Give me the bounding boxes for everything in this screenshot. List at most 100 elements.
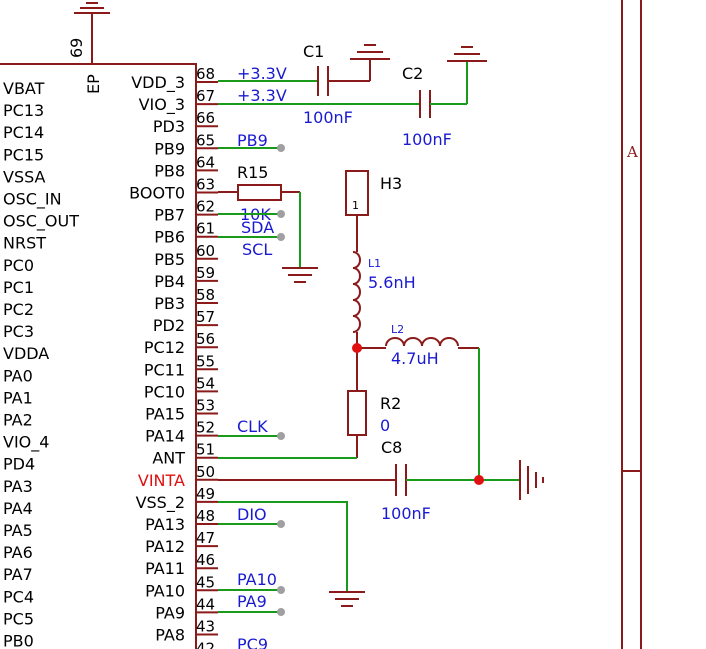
ic-left-pin-name: PA2 [3, 411, 33, 430]
ic-left-pin-name: PC5 [3, 609, 34, 628]
net-label-pa10: PA10 [237, 570, 277, 589]
ic-left-pin-name: VBAT [3, 79, 45, 98]
scl-net-endpoint[interactable] [277, 233, 285, 241]
ic-right-pin-name: PA8 [155, 626, 185, 645]
ic-right-pin-number: 65 [196, 131, 215, 149]
r15-ground-icon [282, 267, 318, 283]
r15-resistor[interactable] [218, 184, 318, 283]
ic-left-pin-name: PA3 [3, 477, 33, 496]
ic-right-pin-number: 47 [196, 529, 215, 547]
ic-left-pin-name: PC14 [3, 123, 44, 142]
ic-left-pin-name: PA6 [3, 543, 33, 562]
l2-inductor[interactable] [357, 337, 480, 480]
ic-left-pin-name: VSSA [3, 167, 46, 186]
ic-right-pin-number: 61 [196, 220, 215, 238]
ic-right-pin-name: PA13 [145, 515, 185, 534]
ic-right-pin-number: 45 [196, 573, 215, 591]
net-label-sda: SDA [241, 218, 274, 237]
ic-right-pin-number: 66 [196, 109, 215, 127]
ic-left-pin-name: PC0 [3, 256, 34, 275]
ic-right-pin-number: 49 [196, 485, 215, 503]
ic-right-pin-number: 60 [196, 242, 215, 260]
ic-right-pin-number: 59 [196, 264, 215, 282]
ic-left-pin-name: PA0 [3, 366, 33, 385]
c2-value: 100nF [402, 130, 452, 149]
net-label-pc9: PC9 [237, 635, 268, 649]
ic-right-pin-name: PC10 [144, 382, 185, 401]
c1-ground-icon [350, 44, 390, 60]
ic-right-pin-number: 53 [196, 397, 215, 415]
ic-right-pin-number: 51 [196, 441, 215, 459]
ic-left-pin-name: OSC_IN [3, 190, 62, 210]
c2-ref: C2 [402, 64, 423, 83]
net-label-dio: DIO [237, 505, 267, 524]
sheet-frame [621, 0, 642, 649]
ic-right-pin-number: 63 [196, 176, 215, 194]
c8-value: 100nF [381, 504, 431, 523]
ic-left-pin-name: PC15 [3, 145, 44, 164]
pa10-net-endpoint[interactable] [277, 586, 285, 594]
vss2-ground-icon [329, 591, 365, 607]
ic-right-pin-number: 67 [196, 87, 215, 105]
ic-symbol[interactable]: 69 EP [0, 2, 197, 649]
ic-right-pin-name: BOOT0 [129, 184, 185, 203]
pb9-net-endpoint[interactable] [277, 144, 285, 152]
ic-right-pin-name: ANT [152, 449, 185, 468]
ic-right-pin-name: VINTA [138, 471, 185, 490]
h3-pin-number: 1 [352, 199, 359, 212]
ic-right-pin-number: 43 [196, 618, 215, 636]
net-label-clk: CLK [237, 417, 268, 436]
c2-capacitor[interactable] [218, 46, 487, 118]
clk-net-endpoint[interactable] [277, 432, 285, 440]
ic-right-pin-number: 48 [196, 507, 215, 525]
ic-right-pin-number: 62 [196, 198, 215, 216]
ic-right-pin-name: PA11 [145, 559, 185, 578]
ic-left-pin-name: PA1 [3, 388, 33, 407]
c1-value: 100nF [303, 108, 353, 127]
net-label-vdd3: +3.3V [237, 64, 287, 83]
ic-right-pin-name: PC12 [144, 338, 185, 357]
ic-left-pin-name: VIO_4 [3, 433, 49, 453]
dio-net-endpoint[interactable] [277, 520, 285, 528]
r2-value: 0 [380, 416, 390, 435]
ic-right-pin-name: VDD_3 [131, 73, 185, 93]
c8-capacitor[interactable] [218, 460, 544, 500]
l2-value: 4.7uH [391, 349, 439, 368]
l1-inductor[interactable] [352, 251, 361, 348]
c2-ground-icon [447, 46, 487, 62]
net-label-pa9: PA9 [237, 592, 267, 611]
ic-right-pin-name: PB3 [154, 294, 185, 313]
ic-right-pin-name: PB5 [154, 250, 185, 269]
junction-c8-l2-ground [474, 475, 484, 485]
ic-right-pin-number: 64 [196, 153, 215, 171]
net-label-vio3: +3.3V [237, 86, 287, 105]
ic-right-pin-number: 46 [196, 551, 215, 569]
ic-left-pin-name: PC13 [3, 101, 44, 120]
r2-resistor[interactable] [347, 348, 367, 458]
c1-ref: C1 [303, 42, 324, 61]
ic-right-pin-number: 54 [196, 374, 215, 392]
l2-coil [385, 337, 459, 347]
ic-left-pin-name: NRST [3, 234, 46, 253]
ic-right-pin-name: PA15 [145, 405, 185, 424]
ic-right-pin-number: 55 [196, 352, 215, 370]
ic-left-pin-name: PC4 [3, 587, 34, 606]
ic-right-pin-name: PB6 [154, 228, 185, 247]
ic-right-pin-name: VSS_2 [136, 493, 185, 513]
ic-left-pin-name: VDDA [3, 344, 49, 363]
c1-capacitor[interactable] [218, 44, 390, 96]
pa9-net-endpoint[interactable] [277, 608, 285, 616]
ic-left-pin-name: PB0 [3, 632, 34, 649]
ic-right-pin-number: 56 [196, 330, 215, 348]
ic-right-pin-name: PD2 [153, 316, 185, 335]
ic-right-pin-name: PB9 [154, 139, 185, 158]
frame-zone-letter: A [626, 143, 638, 161]
ic-right-pin-number: 58 [196, 286, 215, 304]
r2-body [347, 390, 367, 436]
r2-ref: R2 [380, 394, 401, 413]
h3-antenna-pad[interactable] [345, 170, 369, 252]
sda-net-endpoint[interactable] [277, 210, 285, 218]
ic-right-pin-name: PB7 [154, 206, 185, 225]
ic-right-pin-number: 52 [196, 419, 215, 437]
ic-right-pin-name: PB8 [154, 161, 185, 180]
